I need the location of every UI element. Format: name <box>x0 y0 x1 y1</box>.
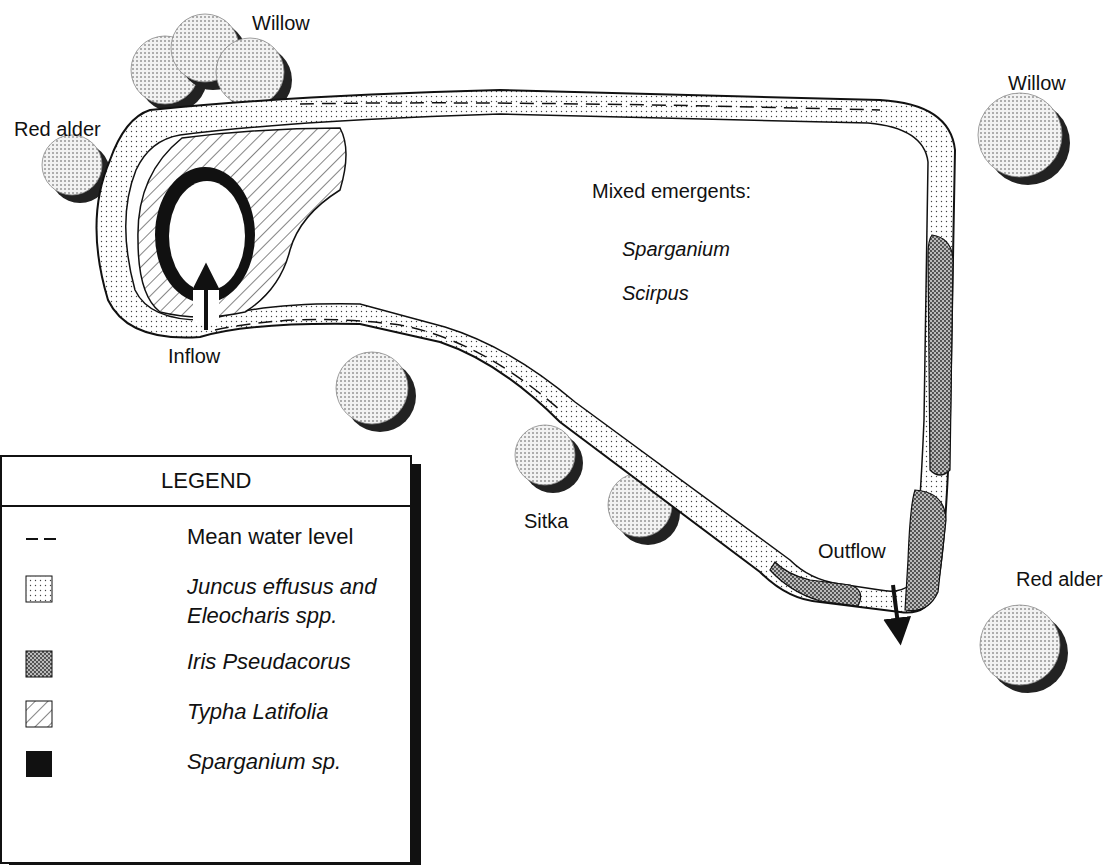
tree-crown <box>216 38 284 106</box>
typha-zone <box>138 128 346 317</box>
mean-water-level <box>300 103 880 110</box>
tree-label: Red alder <box>1016 568 1103 591</box>
tree-group <box>42 14 1070 693</box>
legend-text: Sparganium sp. <box>187 748 402 777</box>
legend-pattern-sample <box>24 649 60 679</box>
iris-strip <box>928 235 953 475</box>
tree-crown <box>515 425 575 485</box>
legend-line-sample <box>24 524 60 554</box>
flow-label: Outflow <box>818 540 886 563</box>
legend-text: Typha Latifolia <box>187 698 402 727</box>
tree-label: Willow <box>252 12 310 35</box>
tree-crown <box>336 352 408 424</box>
outflow-arrow <box>893 585 900 640</box>
tree-label: Willow <box>1008 72 1066 95</box>
tree-label: Sitka <box>524 510 568 533</box>
species-label: Scirpus <box>622 282 689 305</box>
iris-strip <box>905 490 946 611</box>
species-label: Sparganium <box>622 238 730 261</box>
tree-crown <box>42 135 102 195</box>
legend-title: LEGEND <box>161 468 251 493</box>
legend-text: Juncus effusus and Eleocharis spp. <box>187 573 402 630</box>
tree-crown <box>980 605 1060 685</box>
legend-text: Iris Pseudacorus <box>187 648 402 677</box>
legend-text: Mean water level <box>187 523 402 552</box>
legend-pattern-sample <box>24 699 60 729</box>
iris-strip <box>770 562 861 606</box>
wetland-band <box>96 90 955 613</box>
legend-swatch <box>24 749 60 779</box>
tree-label: Red alder <box>14 118 101 141</box>
flow-label: Inflow <box>168 345 220 368</box>
mean-water-level <box>215 320 560 410</box>
legend-box: LEGEND Mean water levelJuncus effusus and… <box>0 455 412 864</box>
zone-label: Mixed emergents: <box>592 180 751 203</box>
inflow-arrow <box>204 268 208 330</box>
legend-pattern-sample <box>24 574 60 604</box>
tree-crown <box>978 93 1062 177</box>
